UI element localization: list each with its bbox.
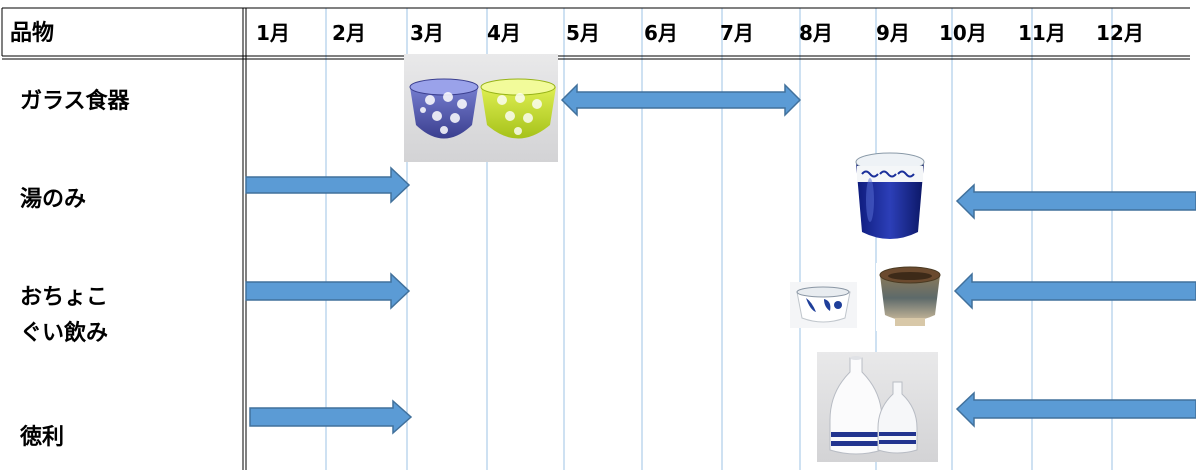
table-borders: [1, 7, 1190, 470]
arrow-yunomi-jan-mar: [245, 166, 411, 204]
month-header-4: 4月: [487, 21, 521, 45]
month-header-3: 3月: [410, 21, 444, 45]
arrow-ochoko-oct-dec: [953, 272, 1196, 310]
month-header-10: 10月: [939, 21, 987, 45]
month-header-9: 9月: [876, 21, 910, 45]
row-label-tokkuri: 徳利: [19, 424, 64, 450]
month-header-11: 11月: [1018, 21, 1066, 45]
month-header-5: 5月: [566, 21, 600, 45]
month-header-1: 1月: [256, 21, 290, 45]
month-header-8: 8月: [799, 21, 833, 45]
month-header-7: 7月: [720, 21, 754, 45]
row-label-ochoko: おちょこ: [20, 285, 108, 310]
row-label-glass: ガラス食器: [20, 88, 131, 114]
month-headers: 1月 2月 3月 4月 5月 6月 7月 8月 9月 10月 11月 12月: [256, 21, 1144, 45]
guinomi-photo: [876, 263, 942, 331]
month-header-12: 12月: [1096, 21, 1144, 45]
arrow-yunomi-oct-dec: [955, 183, 1196, 220]
arrow-tokkuri-oct-dec: [955, 391, 1196, 428]
glass-bowls-photo: [404, 54, 558, 162]
month-header-6: 6月: [644, 21, 678, 45]
season-arrows: [245, 83, 1196, 435]
month-header-2: 2月: [332, 21, 366, 45]
sake-cups-photo: [790, 282, 857, 328]
arrow-glass-may-aug: [560, 83, 802, 117]
blue-teacup-photo: [855, 152, 925, 239]
arrow-ochoko-jan-mar: [245, 272, 411, 310]
arrow-tokkuri-jan-mar: [249, 399, 413, 435]
row-label-guinomi: ぐい飲み: [20, 320, 108, 346]
row-label-yunomi: 湯のみ: [20, 187, 86, 212]
tokkuri-photo: [817, 352, 938, 462]
item-column-header: 品物: [10, 20, 54, 46]
